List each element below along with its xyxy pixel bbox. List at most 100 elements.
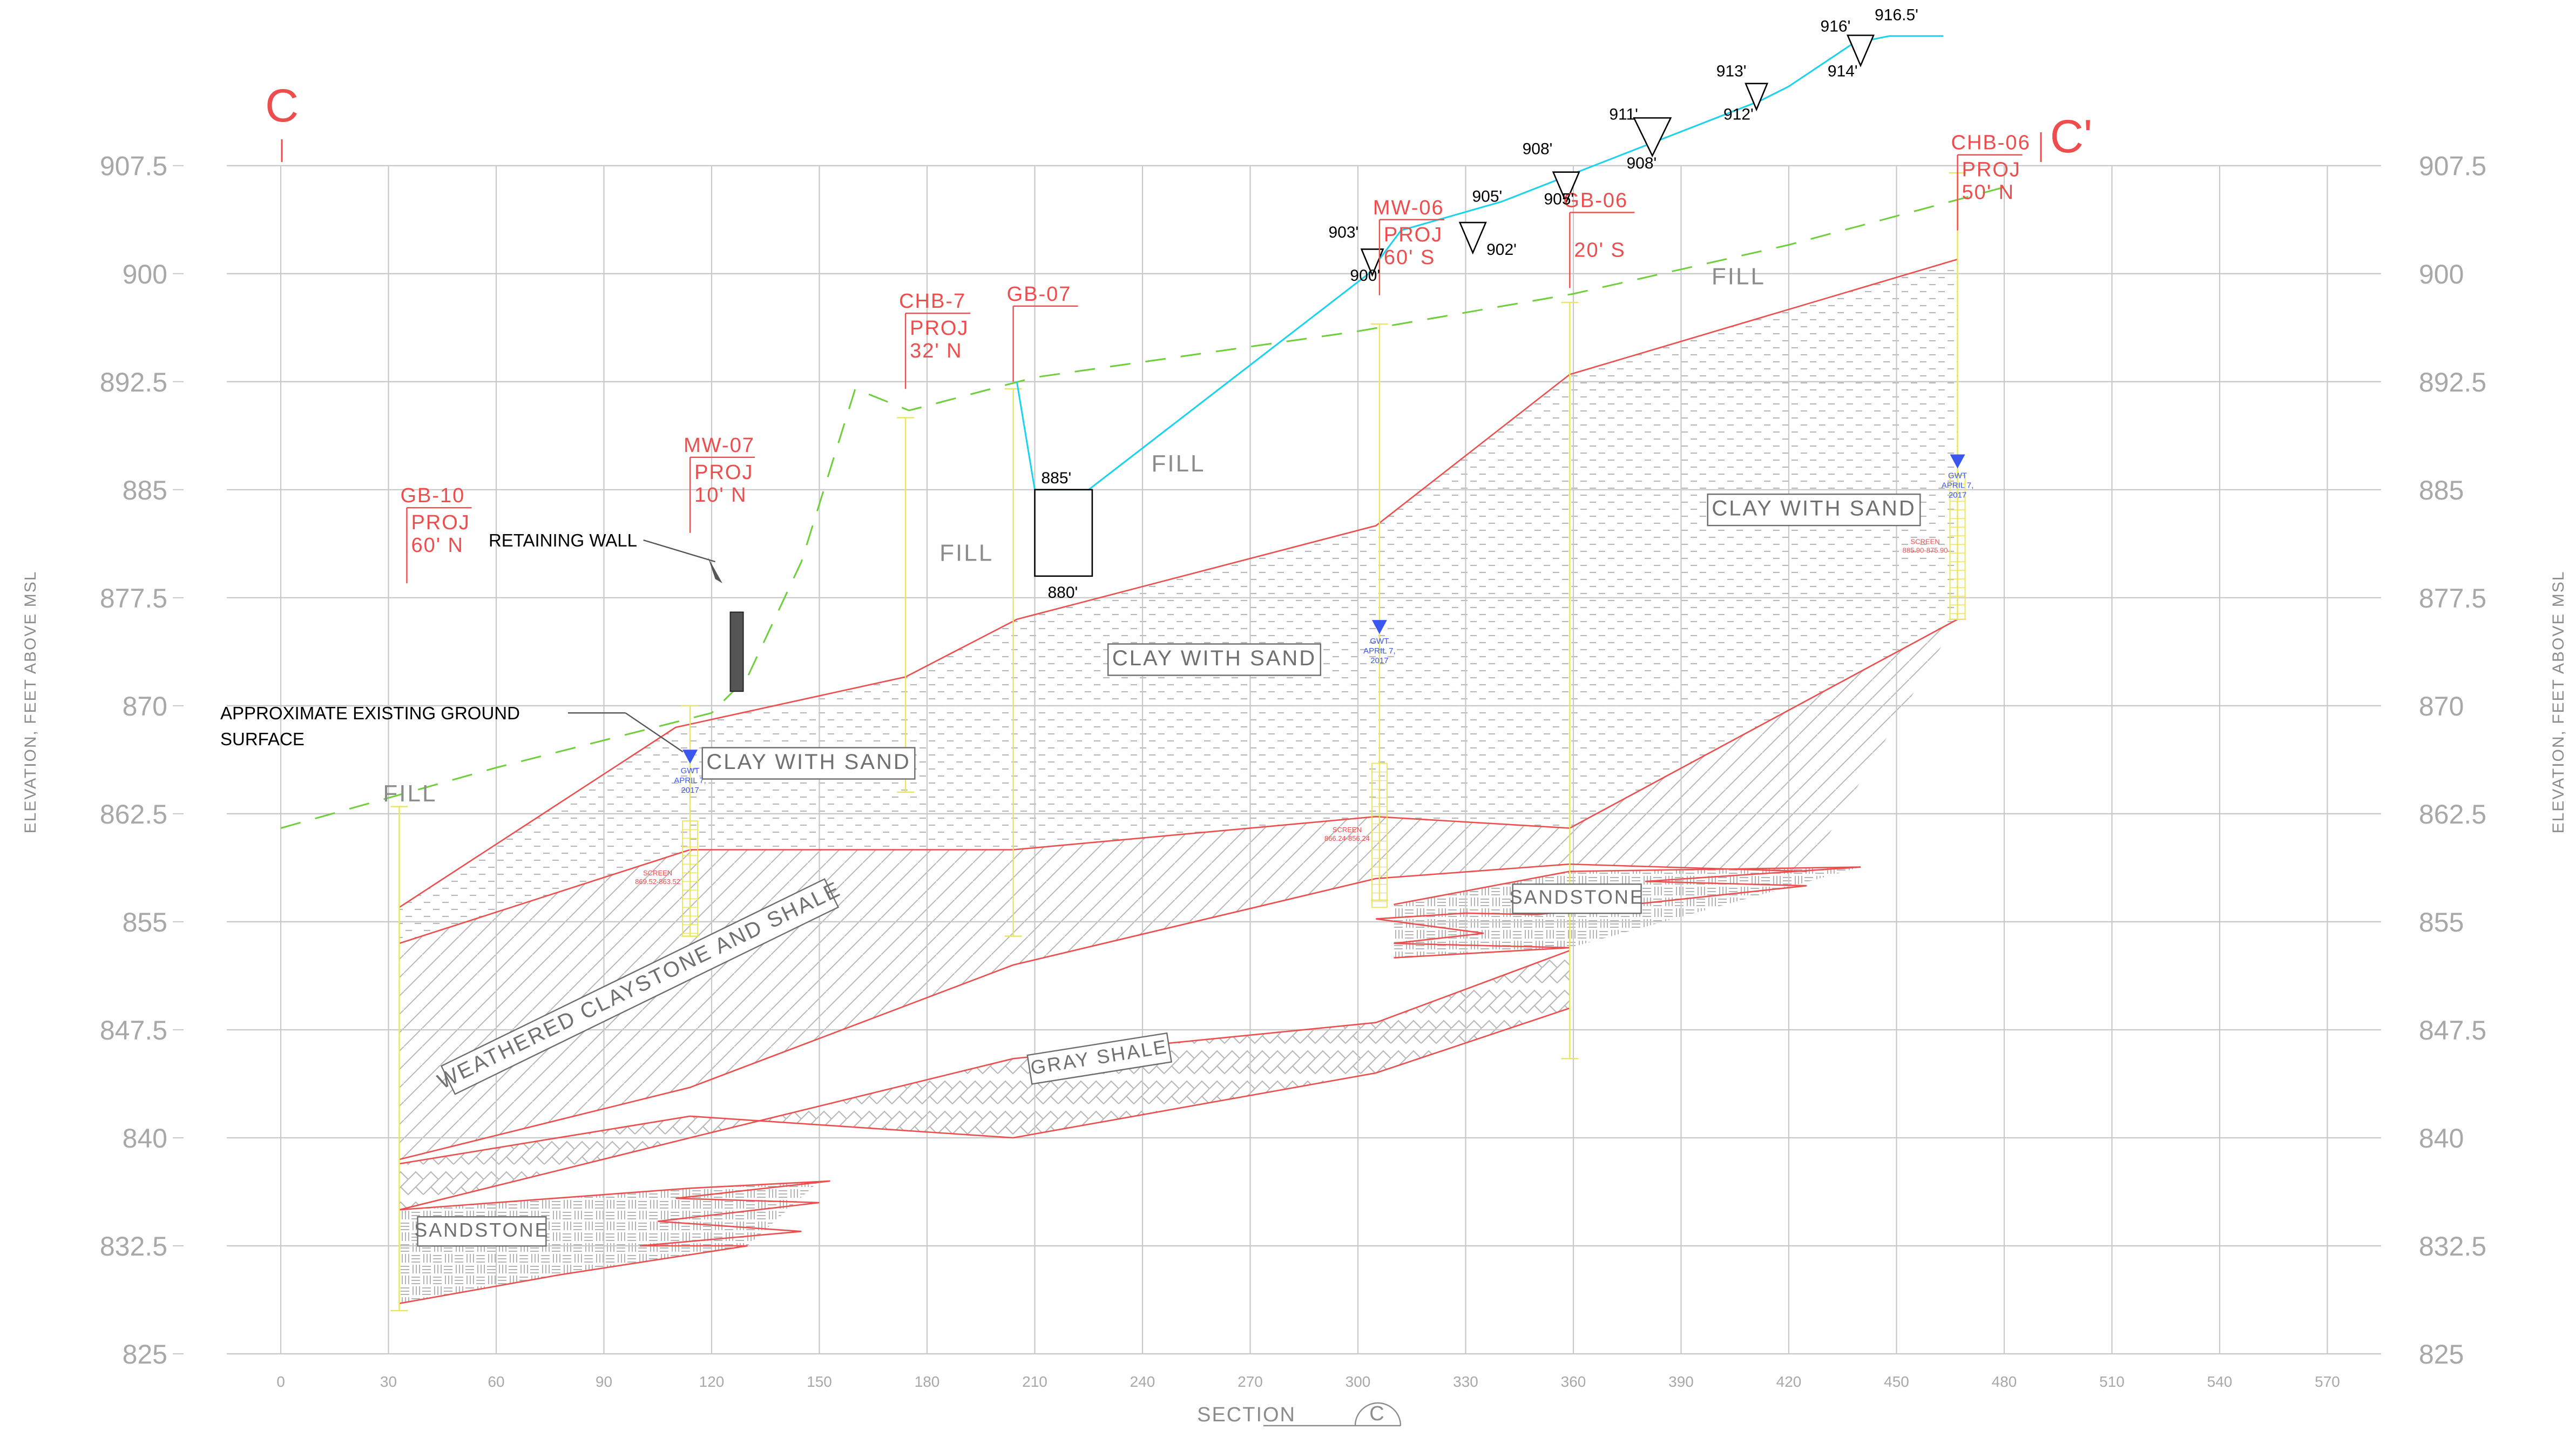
station-tick: 300	[1346, 1373, 1371, 1390]
retaining-wall	[729, 611, 744, 692]
station-tick: 360	[1561, 1373, 1586, 1390]
boring-id: MW-06	[1373, 197, 1444, 219]
gray-shale-hatch	[399, 950, 1570, 1210]
groundwater-icon	[1371, 620, 1387, 635]
station-tick: 240	[1130, 1373, 1155, 1390]
station-tick: 480	[1992, 1373, 2017, 1390]
station-tick: 390	[1668, 1373, 1694, 1390]
groundwater-label: APRIL 7,	[1942, 481, 1973, 490]
strata-label-box	[417, 1216, 547, 1247]
strata-label-group: FILL	[939, 539, 993, 566]
section-end-letter: C'	[2050, 111, 2093, 163]
groundwater-label: 2017	[1949, 490, 1966, 500]
section-symbol-arc	[1354, 1402, 1402, 1426]
elevation-tick-right: 900	[2419, 259, 2464, 289]
elevation-marker-icon	[1458, 221, 1487, 255]
sandstone-left-bottom-boundary	[399, 1245, 748, 1304]
gray-shale-top-boundary	[399, 949, 1570, 1211]
strata-label-group: SANDSTONE	[1509, 883, 1644, 914]
elevation-tick-left: 892.5	[100, 367, 167, 397]
culvert-box	[1034, 489, 1093, 577]
sandstone-right-wedges	[1376, 866, 1861, 949]
strata-label: SANDSTONE	[414, 1219, 549, 1241]
well-screen	[1949, 475, 1966, 620]
strata-label-group: CLAY WITH SAND	[701, 747, 916, 780]
section-start-letter: C	[265, 80, 299, 132]
boring-offset: 60' S	[1384, 246, 1435, 269]
strata-label-box	[701, 747, 916, 780]
strata-label-group: FILL	[1712, 263, 1766, 289]
grade-elevation-label: 912'	[1723, 105, 1754, 123]
grade-elevation-label: 905'	[1544, 191, 1574, 208]
groundwater-label: APRIL 7,	[674, 776, 706, 785]
strata-label-box	[440, 878, 840, 1095]
boring-offset: 32' N	[910, 340, 963, 362]
strata-label-group: SANDSTONE	[414, 1216, 549, 1247]
station-tick: 60	[488, 1373, 504, 1390]
boring-offset: 10' N	[694, 484, 747, 507]
strata-boundaries	[280, 186, 2005, 1304]
groundwater-label: GWT	[681, 766, 700, 775]
station-tick: 330	[1453, 1373, 1478, 1390]
elevation-tick-left: 907.5	[100, 151, 167, 181]
retaining-wall-label: RETAINING WALL	[489, 530, 637, 550]
station-tick: 450	[1884, 1373, 1909, 1390]
boring-id: GB-07	[1007, 283, 1072, 306]
grade-elevation-label: 911'	[1609, 105, 1638, 123]
strata-label-group: CLAY WITH SAND	[1707, 493, 1921, 527]
sandstone-left-wedges	[399, 1180, 830, 1247]
proposed-grade-layer	[729, 35, 1943, 692]
station-tick: 120	[699, 1373, 725, 1390]
x-axis-title: SECTION	[1197, 1404, 1296, 1426]
station-tick: 420	[1776, 1373, 1802, 1390]
grade-elevation-label: 908'	[1626, 154, 1657, 172]
y-axis-title-left: ELEVATION, FEET ABOVE MSL	[22, 571, 39, 834]
elevation-tick-right: 892.5	[2419, 367, 2486, 397]
boring-id: CHB-06	[1951, 132, 2031, 154]
groundwater-icon	[1950, 454, 1965, 469]
screen-label: SCREEN	[643, 869, 672, 877]
elevation-tick-right: 877.5	[2419, 583, 2486, 613]
elevation-tick-left: 870	[123, 691, 167, 721]
elevation-tick-left: 862.5	[100, 799, 167, 829]
axes-layer: ELEVATION, FEET ABOVE MSL ELEVATION, FEE…	[22, 80, 2567, 1426]
strata-label: SANDSTONE	[1509, 886, 1644, 908]
boring-proj: PROJ	[1384, 224, 1443, 246]
grade-elevation-label: 916'	[1821, 18, 1851, 36]
x-axis-title-symbol: C	[1369, 1402, 1384, 1425]
strata-label-group: CLAY WITH SAND	[1107, 643, 1322, 676]
grade-elevation-label: 903'	[1329, 224, 1359, 241]
culvert-top-elev: 885'	[1042, 469, 1072, 487]
strata-label: FILL	[939, 539, 993, 566]
groundwater-label: 2017	[681, 786, 699, 795]
boring-offset: 60' N	[411, 534, 464, 557]
strata-label-box	[1512, 883, 1642, 914]
screen-label: SCREEN	[1333, 826, 1362, 834]
clay-weathered-boundary	[399, 618, 1958, 944]
elevation-tick-right: 885	[2419, 475, 2464, 505]
boring-offset: 20' S	[1574, 239, 1625, 261]
strata-label: CLAY WITH SAND	[1112, 646, 1316, 670]
elevation-tick-right: 840	[2419, 1123, 2464, 1153]
boring-proj: PROJ	[411, 511, 470, 534]
elevation-tick-left: 885	[123, 475, 167, 505]
strata-fills	[399, 259, 1958, 1304]
boring-id: GB-06	[1563, 189, 1628, 212]
strata-label: CLAY WITH SAND	[1712, 497, 1916, 521]
culvert-bottom-elev: 880'	[1048, 584, 1078, 602]
weathered-claystone-hatch	[399, 619, 1958, 1159]
elevation-tick-left: 855	[123, 907, 167, 937]
strata-label: FILL	[1712, 263, 1766, 289]
screen-range: 866.24-856.24	[1324, 834, 1370, 842]
elevation-tick-left: 900	[123, 259, 167, 289]
strata-label: CLAY WITH SAND	[706, 750, 910, 774]
station-tick: 30	[380, 1373, 397, 1390]
groundwater-label: APRIL 7,	[1363, 646, 1395, 656]
elevation-marker-icon	[1745, 83, 1769, 112]
grade-elevation-label: 913'	[1716, 62, 1747, 80]
ground-surface-label: APPROXIMATE EXISTING GROUND	[220, 703, 520, 723]
boring-proj: PROJ	[910, 317, 969, 340]
y-axis-title-right: ELEVATION, FEET ABOVE MSL	[2550, 571, 2567, 834]
existing-ground-surface	[280, 186, 2005, 829]
